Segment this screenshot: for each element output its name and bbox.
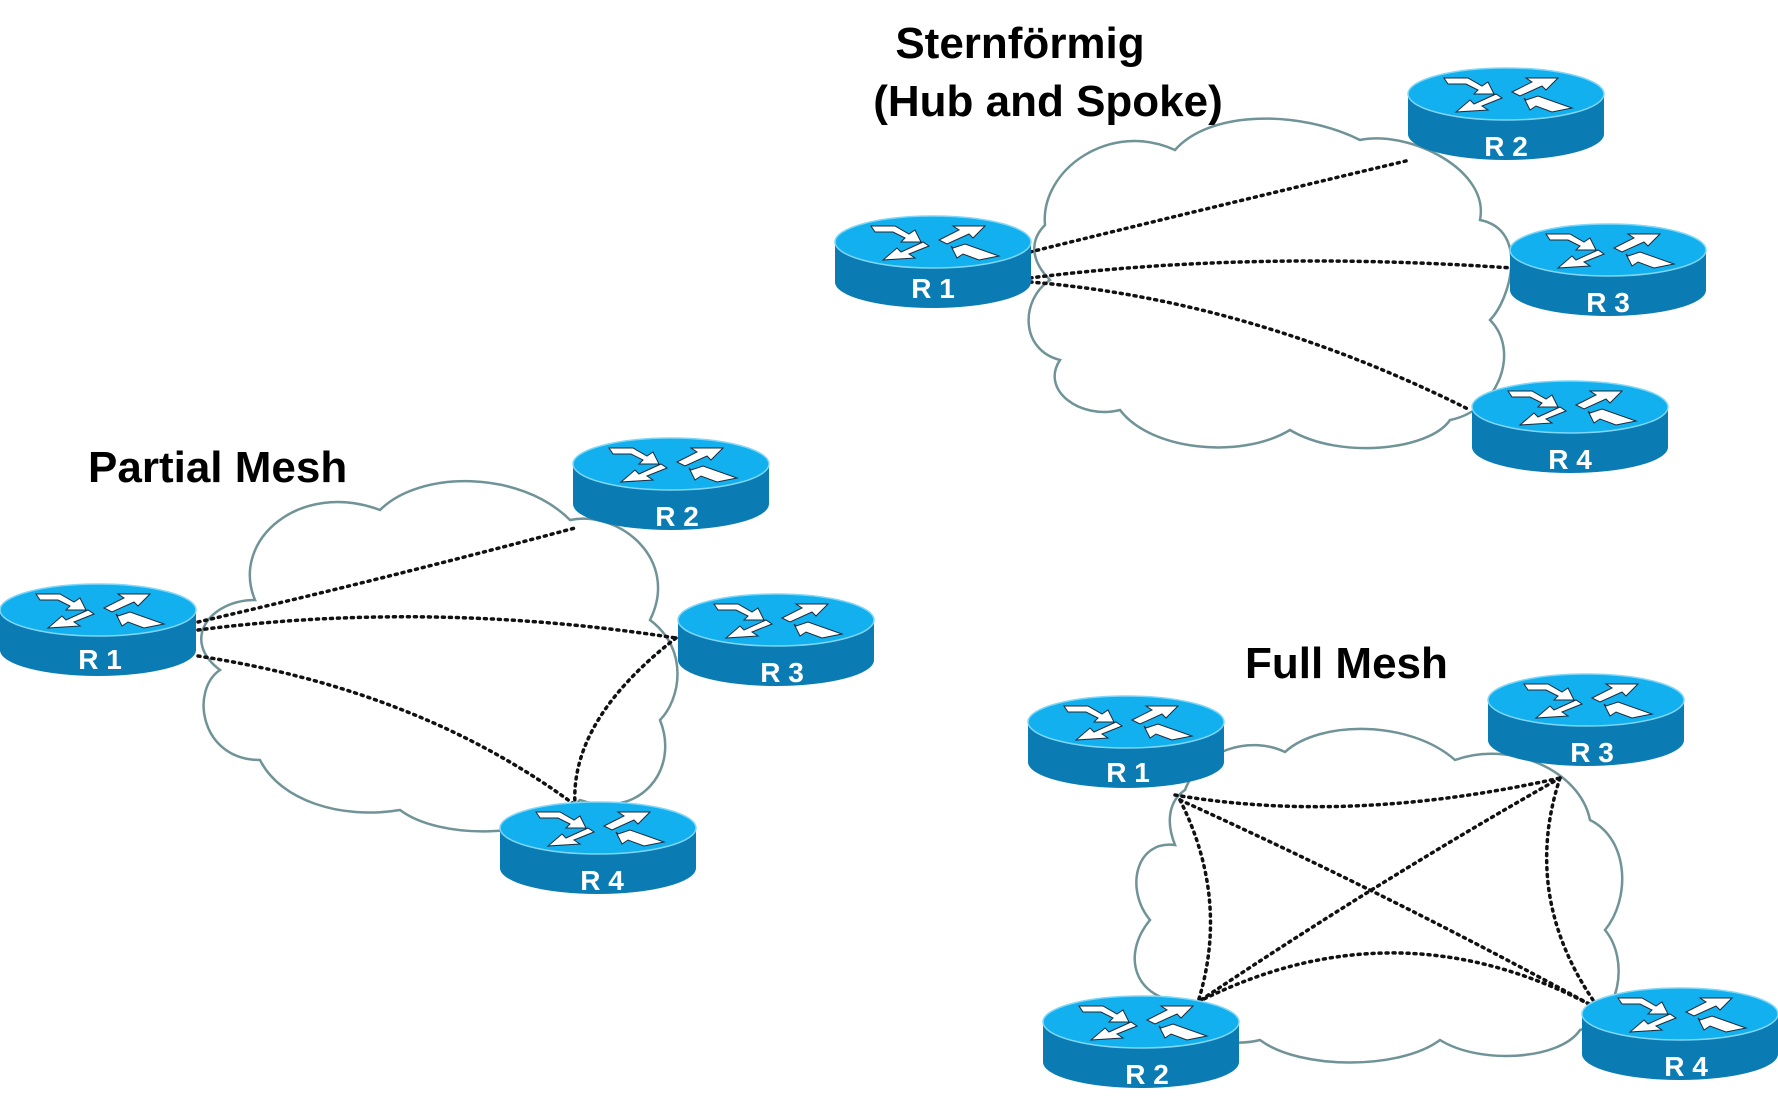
router-r4[interactable]: R 4 [499, 801, 697, 896]
router-r1[interactable]: R 1 [834, 215, 1032, 309]
router-label: R 2 [1125, 1059, 1169, 1090]
router-label: R 4 [1664, 1051, 1708, 1082]
router-label: R 1 [911, 273, 955, 304]
hub-spoke-title-line1: Sternförmig [895, 19, 1144, 68]
partial-mesh-diagram: Partial Mesh R 1 R 2 R 3 R 4 [0, 437, 875, 896]
link-r1-r2 [1178, 798, 1213, 1004]
router-r4[interactable]: R 4 [1471, 380, 1669, 475]
router-r2[interactable]: R 2 [1042, 995, 1240, 1090]
partial-mesh-title: Partial Mesh [88, 443, 347, 492]
link-r1-r4 [1028, 280, 1472, 412]
router-label: R 4 [1548, 444, 1592, 475]
link-r1-r2 [1028, 158, 1412, 254]
router-r4[interactable]: R 4 [1581, 987, 1778, 1082]
hub-spoke-diagram: Sternförmig (Hub and Spoke) R 1 R 2 R 3 … [834, 19, 1707, 475]
router-label: R 1 [1106, 757, 1150, 788]
hub-spoke-title-line2: (Hub and Spoke) [873, 77, 1223, 126]
router-label: R 2 [1484, 131, 1528, 162]
link-r1-r2 [196, 526, 577, 624]
router-r3[interactable]: R 3 [1487, 673, 1685, 768]
link-r1-r4 [1178, 798, 1602, 1012]
full-mesh-title: Full Mesh [1245, 639, 1448, 688]
link-r3-r2 [1196, 776, 1562, 1004]
link-r2-r4 [1196, 951, 1602, 1012]
link-r1-r3 [196, 615, 678, 640]
router-label: R 3 [1586, 287, 1630, 318]
router-label: R 3 [1570, 737, 1614, 768]
link-r3-r4 [1544, 776, 1602, 1012]
link-r3-r4 [573, 636, 678, 807]
full-mesh-diagram: Full Mesh R 1 R 3 R 2 R 4 [1027, 639, 1778, 1090]
router-label: R 2 [655, 501, 699, 532]
link-r1-r4 [196, 654, 577, 807]
cloud [1027, 117, 1513, 450]
router-r2[interactable]: R 2 [1407, 67, 1605, 162]
router-label: R 4 [580, 865, 624, 896]
router-label: R 3 [760, 657, 804, 688]
router-r3[interactable]: R 3 [677, 593, 875, 688]
router-r3[interactable]: R 3 [1509, 223, 1707, 318]
router-label: R 1 [78, 644, 122, 675]
link-r1-r3 [1028, 259, 1514, 280]
link-r1-r3 [1173, 776, 1562, 809]
router-r1[interactable]: R 1 [1027, 695, 1225, 789]
router-r1[interactable]: R 1 [0, 583, 197, 677]
router-r2[interactable]: R 2 [572, 437, 770, 532]
cloud [200, 480, 679, 833]
